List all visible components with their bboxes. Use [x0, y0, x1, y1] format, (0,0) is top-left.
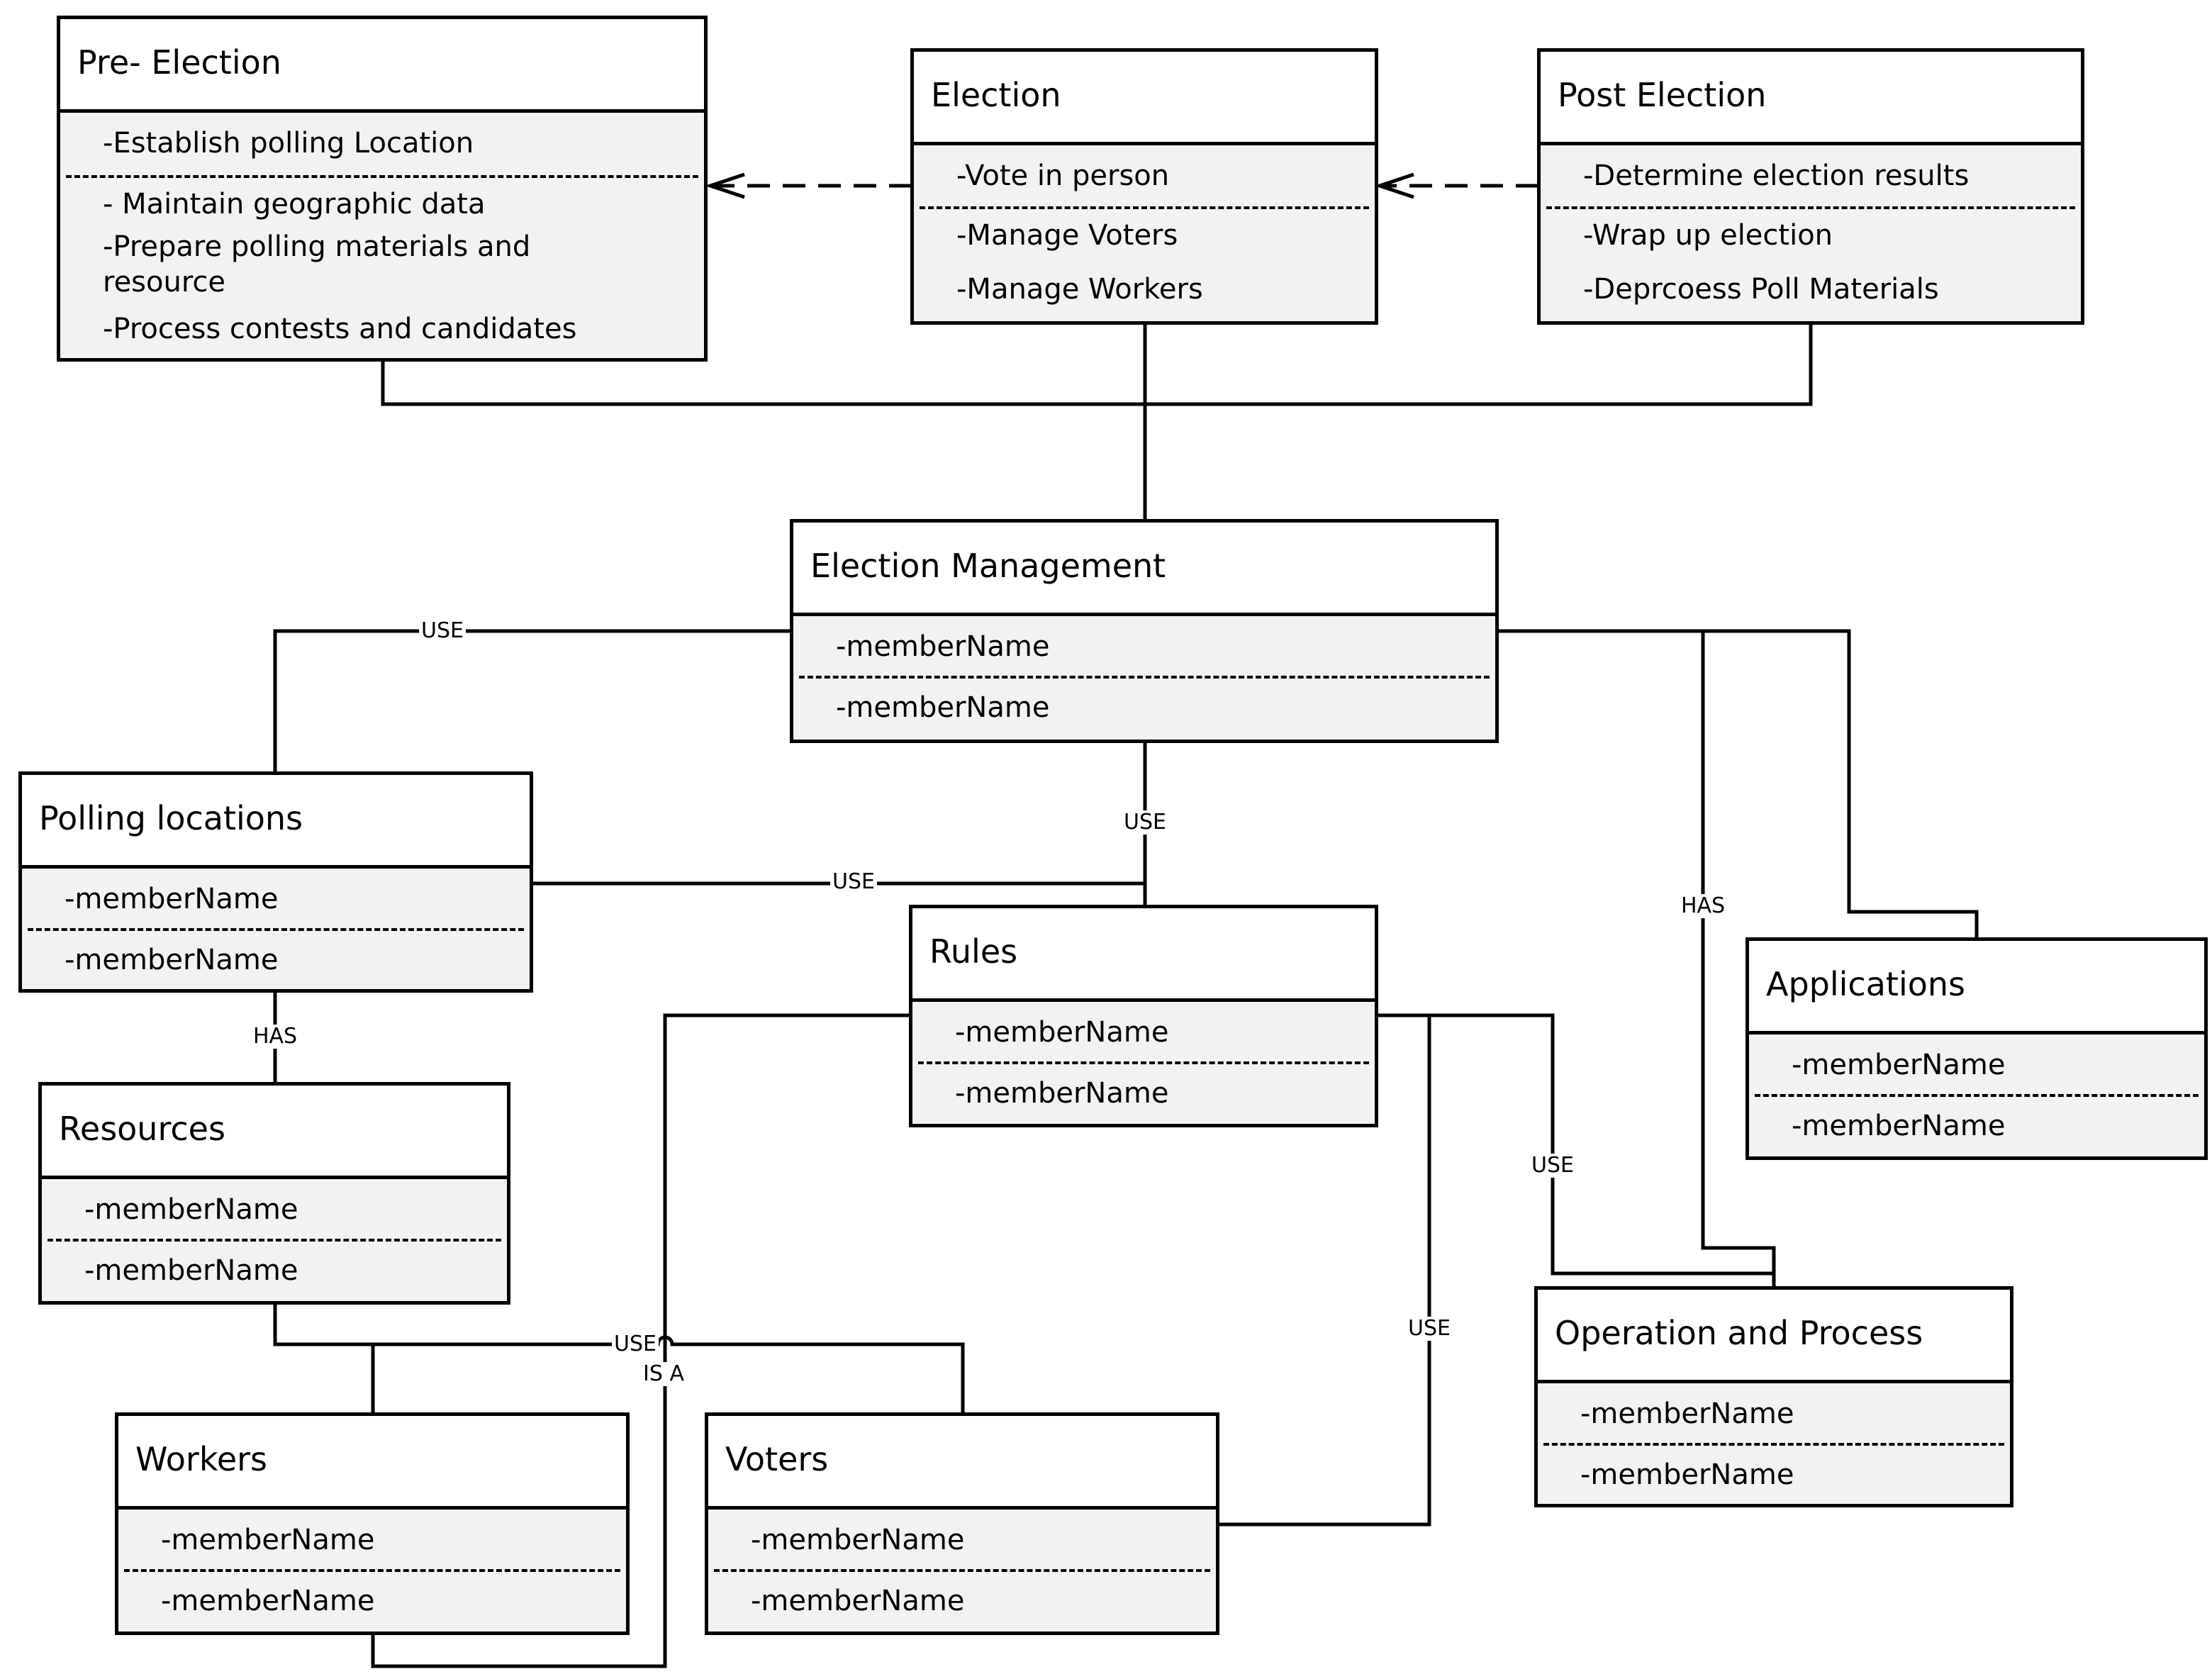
connector-management-operation — [1701, 631, 1776, 1288]
pre-election-title: Pre- Election — [77, 43, 281, 82]
has-label-polling-resources: HAS — [250, 1025, 300, 1049]
use-label-rules-voters: USE — [1406, 1317, 1453, 1341]
rules-title: Rules — [929, 932, 1018, 971]
resources-member: -memberName — [84, 1193, 298, 1226]
polling-locations-class: Polling locations -memberName -memberNam… — [18, 771, 533, 993]
post-election-member: -Determine election results — [1583, 160, 1970, 192]
is-a-label-rules-workers: IS A — [641, 1362, 686, 1386]
post-election-title: Post Election — [1558, 76, 1767, 114]
use-label-management-rules: USE — [1122, 810, 1168, 835]
applications-separator — [1755, 1094, 2199, 1097]
election-management-title: Election Management — [810, 547, 1166, 585]
post-election-header: Post Election — [1541, 52, 2081, 145]
election-management-member: -memberName — [836, 691, 1050, 724]
has-label-management-operation: HAS — [1678, 894, 1728, 918]
post-election-separator — [1546, 206, 2075, 209]
connector-management-polling — [273, 629, 792, 773]
connector-rules-operation — [1377, 1013, 1774, 1276]
pre-election-member: -Establish polling Location — [103, 127, 474, 160]
rules-member: -memberName — [955, 1016, 1169, 1049]
workers-header: Workers — [118, 1416, 626, 1510]
arrowhead-election — [1374, 172, 1414, 199]
operation-process-title: Operation and Process — [1555, 1314, 1923, 1352]
workers-class: Workers -memberName -memberName — [115, 1412, 630, 1635]
election-management-class: Election Management -memberName -memberN… — [790, 519, 1499, 743]
election-title: Election — [931, 76, 1061, 114]
voters-class: Voters -memberName -memberName — [705, 1412, 1219, 1635]
applications-member: -memberName — [1792, 1110, 2006, 1142]
polling-locations-separator — [28, 928, 524, 931]
resources-class: Resources -memberName -memberName — [38, 1082, 510, 1305]
connector-pre-election — [381, 323, 1813, 406]
polling-locations-header: Polling locations — [22, 775, 530, 869]
post-election-member: -Wrap up election — [1583, 219, 1833, 252]
operation-process-class: Operation and Process -memberName -membe… — [1534, 1286, 2013, 1507]
election-management-separator — [799, 676, 1490, 679]
use-label-rules-operation: USE — [1529, 1154, 1576, 1178]
operation-process-member: -memberName — [1580, 1398, 1794, 1430]
pre-election-separator — [66, 175, 698, 178]
pre-election-member: - Maintain geographic data — [103, 188, 486, 221]
rules-class: Rules -memberName -memberName — [909, 905, 1378, 1127]
election-class: Election -Vote in person -Manage Voters … — [910, 48, 1378, 325]
voters-title: Voters — [725, 1440, 829, 1478]
use-label-management-polling: USE — [419, 619, 466, 643]
workers-title: Workers — [135, 1440, 268, 1478]
election-member: -Manage Workers — [956, 273, 1203, 306]
resources-member: -memberName — [84, 1254, 298, 1287]
connector-resources-workers-voters — [273, 1303, 965, 1414]
voters-member: -memberName — [751, 1524, 965, 1556]
rules-header: Rules — [912, 908, 1375, 1002]
election-management-header: Election Management — [793, 523, 1495, 616]
post-election-member: -Deprcoess Poll Materials — [1583, 273, 1939, 306]
post-election-class: Post Election -Determine election result… — [1537, 48, 2084, 325]
workers-member: -memberName — [161, 1585, 375, 1617]
rules-member: -memberName — [955, 1077, 1169, 1110]
voters-member: -memberName — [751, 1585, 965, 1617]
use-label-polling-rules: USE — [830, 870, 877, 894]
workers-member: -memberName — [161, 1524, 375, 1556]
resources-title: Resources — [59, 1110, 225, 1148]
polling-locations-member: -memberName — [65, 883, 279, 915]
operation-process-separator — [1543, 1443, 2004, 1446]
election-separator — [920, 206, 1369, 209]
connector-management-applications — [1497, 629, 1979, 939]
workers-separator — [124, 1569, 620, 1572]
rules-separator — [918, 1061, 1369, 1064]
pre-election-class: Pre- Election -Establish polling Locatio… — [57, 16, 708, 362]
voters-header: Voters — [708, 1416, 1216, 1510]
operation-process-header: Operation and Process — [1538, 1290, 2010, 1383]
polling-locations-member: -memberName — [65, 944, 279, 976]
election-member: -Vote in person — [956, 160, 1170, 192]
pre-election-member: -Prepare polling materials and resource — [103, 230, 531, 299]
voters-separator — [714, 1569, 1210, 1572]
use-label-resources-people: USE — [612, 1332, 659, 1356]
pre-election-header: Pre- Election — [60, 19, 704, 113]
connector-rules-workers — [371, 1013, 910, 1668]
polling-locations-title: Polling locations — [39, 799, 303, 837]
operation-process-member: -memberName — [1580, 1458, 1794, 1491]
election-member: -Manage Voters — [956, 219, 1178, 252]
applications-class: Applications -memberName -memberName — [1745, 937, 2208, 1160]
resources-separator — [48, 1239, 501, 1242]
applications-header: Applications — [1749, 941, 2204, 1034]
election-management-member: -memberName — [836, 630, 1050, 663]
election-header: Election — [914, 52, 1375, 145]
connector-rules-voters — [1218, 1015, 1431, 1527]
applications-title: Applications — [1766, 965, 1965, 1003]
pre-election-member: -Process contests and candidates — [103, 313, 577, 345]
arrowhead-pre-election — [705, 172, 745, 199]
resources-header: Resources — [42, 1086, 507, 1179]
applications-member: -memberName — [1792, 1049, 2006, 1081]
